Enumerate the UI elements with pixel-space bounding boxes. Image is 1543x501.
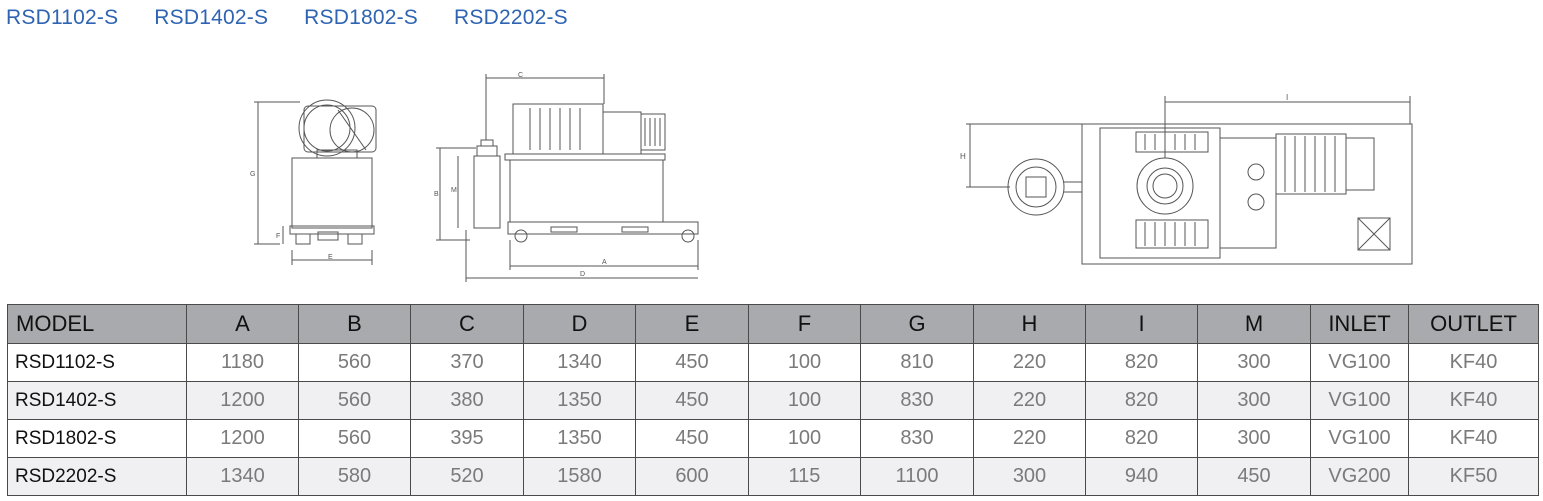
front-label-g: G [250, 171, 255, 178]
cell-e: 450 [635, 343, 749, 382]
model-link-rsd1802[interactable]: RSD1802-S [304, 6, 419, 29]
top-view-drawing [966, 96, 1413, 265]
header-c: C [410, 304, 524, 344]
spec-table: MODEL A B C D E F G H I M INLET OUTLET R… [7, 304, 1539, 496]
header-b: B [298, 304, 411, 344]
cell-b: 560 [298, 381, 411, 420]
header-d: D [523, 304, 636, 344]
row-model: RSD1802-S [7, 419, 187, 458]
header-m: M [1197, 304, 1311, 344]
cell-c: 380 [410, 381, 524, 420]
cell-g: 1100 [860, 457, 974, 496]
front-label-f: F [276, 233, 280, 240]
cell-g: 810 [860, 343, 974, 382]
cell-e: 600 [635, 457, 749, 496]
cell-h: 220 [973, 343, 1086, 382]
cell-e: 450 [635, 381, 749, 420]
cell-c: 520 [410, 457, 524, 496]
side-label-m: M [451, 187, 457, 194]
cell-outlet: KF50 [1408, 457, 1539, 496]
cell-outlet: KF40 [1408, 381, 1539, 420]
front-view-drawing [254, 99, 377, 265]
cell-a: 1180 [186, 343, 299, 382]
model-links: RSD1102-S RSD1402-S RSD1802-S RSD2202-S [6, 6, 568, 30]
cell-inlet: VG200 [1310, 457, 1409, 496]
cell-f: 100 [748, 381, 861, 420]
cell-h: 220 [973, 419, 1086, 458]
cell-f: 100 [748, 419, 861, 458]
cell-i: 820 [1085, 343, 1198, 382]
cell-outlet: KF40 [1408, 343, 1539, 382]
top-label-h: H [960, 152, 966, 161]
cell-a: 1200 [186, 419, 299, 458]
side-view-drawing [436, 74, 699, 282]
cell-m: 300 [1197, 419, 1311, 458]
dimension-drawings: G F E [0, 60, 1543, 292]
cell-b: 560 [298, 343, 411, 382]
cell-h: 220 [973, 381, 1086, 420]
cell-e: 450 [635, 419, 749, 458]
header-g: G [860, 304, 974, 344]
table-row: RSD1402-S 1200 560 380 1350 450 100 830 … [7, 381, 1539, 420]
cell-outlet: KF40 [1408, 419, 1539, 458]
row-model: RSD1402-S [7, 381, 187, 420]
table-header: MODEL A B C D E F G H I M INLET OUTLET [7, 304, 1539, 344]
row-model: RSD1102-S [7, 343, 187, 382]
cell-h: 300 [973, 457, 1086, 496]
cell-g: 830 [860, 419, 974, 458]
cell-c: 370 [410, 343, 524, 382]
cell-b: 560 [298, 419, 411, 458]
cell-d: 1350 [523, 381, 636, 420]
side-label-a: A [602, 259, 607, 266]
header-h: H [973, 304, 1086, 344]
table-row: RSD2202-S 1340 580 520 1580 600 115 1100… [7, 457, 1539, 496]
header-row: MODEL A B C D E F G H I M INLET OUTLET [7, 304, 1539, 344]
header-e: E [635, 304, 749, 344]
table-body: RSD1102-S 1180 560 370 1340 450 100 810 … [7, 343, 1539, 496]
side-label-c: C [518, 72, 523, 79]
cell-d: 1580 [523, 457, 636, 496]
header-i: I [1085, 304, 1198, 344]
cell-i: 820 [1085, 381, 1198, 420]
side-label-d: D [580, 271, 585, 278]
cell-d: 1350 [523, 419, 636, 458]
table-row: RSD1802-S 1200 560 395 1350 450 100 830 … [7, 419, 1539, 458]
cell-inlet: VG100 [1310, 381, 1409, 420]
cell-c: 395 [410, 419, 524, 458]
cell-i: 940 [1085, 457, 1198, 496]
cell-a: 1340 [186, 457, 299, 496]
cell-m: 300 [1197, 381, 1311, 420]
header-a: A [186, 304, 299, 344]
cell-f: 100 [748, 343, 861, 382]
header-outlet: OUTLET [1408, 304, 1539, 344]
top-label-i: I [1286, 93, 1288, 102]
header-inlet: INLET [1310, 304, 1409, 344]
header-f: F [748, 304, 861, 344]
model-link-rsd2202[interactable]: RSD2202-S [454, 6, 568, 29]
table-row: RSD1102-S 1180 560 370 1340 450 100 810 … [7, 343, 1539, 382]
front-label-e: E [328, 254, 333, 261]
cell-i: 820 [1085, 419, 1198, 458]
cell-inlet: VG100 [1310, 419, 1409, 458]
row-model: RSD2202-S [7, 457, 187, 496]
cell-b: 580 [298, 457, 411, 496]
cell-inlet: VG100 [1310, 343, 1409, 382]
model-link-rsd1402[interactable]: RSD1402-S [154, 6, 269, 29]
cell-m: 450 [1197, 457, 1311, 496]
model-link-rsd1102[interactable]: RSD1102-S [6, 6, 119, 29]
header-model: MODEL [7, 304, 187, 344]
cell-f: 115 [748, 457, 861, 496]
cell-m: 300 [1197, 343, 1311, 382]
cell-a: 1200 [186, 381, 299, 420]
drawings-svg: G F E [250, 72, 1413, 282]
side-label-b: B [434, 191, 439, 198]
cell-d: 1340 [523, 343, 636, 382]
cell-g: 830 [860, 381, 974, 420]
